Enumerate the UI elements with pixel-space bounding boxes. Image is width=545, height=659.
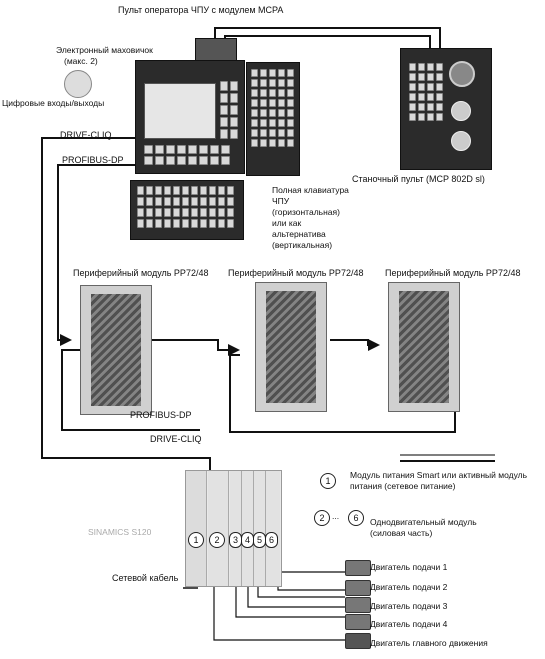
motor-main-label: Двигатель главного движения	[370, 638, 488, 648]
ncu-side-keys	[220, 81, 238, 139]
mcp-override-knob-icon	[451, 101, 471, 121]
network-cable-label: Сетевой кабель	[112, 573, 179, 583]
feed-motor-2-icon	[345, 580, 371, 596]
pp-module-1	[80, 285, 152, 415]
handwheel-label-1: Электронный маховичок	[56, 45, 153, 55]
drive-cliq-pp-line	[229, 354, 456, 433]
pp-module-1-label: Периферийный модуль PP72/48	[73, 268, 209, 278]
keyboard-label-1: Полная клавиатура	[272, 185, 349, 195]
motor-cable-1	[235, 585, 345, 618]
sinamics-drive	[185, 470, 282, 587]
main-motor-icon	[345, 633, 371, 649]
drive-number-1: 1	[188, 532, 204, 548]
feed-motor-1-icon	[345, 560, 371, 576]
keyboard-label-3: (горизонтальная)	[272, 207, 340, 217]
pp1-to-pp2	[150, 339, 240, 356]
vertical-keyboard-keys	[251, 69, 294, 147]
power-module-label-2: питания (сетевое питание)	[350, 481, 456, 491]
keyboard-label-6: (вертикальная)	[272, 240, 333, 250]
mcp-emergency-stop-icon	[449, 61, 475, 87]
profibus-line-1	[57, 164, 138, 346]
pp2-to-pp3	[330, 339, 380, 351]
profibus-return	[61, 349, 200, 431]
keyboard-label-2: ЧПУ	[272, 196, 290, 206]
operator-panel-label: Пульт оператора ЧПУ с модулем MCPA	[118, 5, 284, 15]
motor-cable-3	[257, 585, 345, 598]
mcp-keys	[409, 63, 443, 121]
motor-feed-4-label: Двигатель подачи 4	[370, 619, 448, 629]
horizontal-keyboard	[130, 180, 244, 240]
keyboard-label-5: альтернатива	[272, 229, 326, 239]
motor-cable-2	[247, 585, 345, 608]
ncu-bottom-keys	[144, 145, 230, 165]
ncu-screen	[144, 83, 216, 139]
pp-module-2-label: Периферийный модуль PP72/48	[228, 268, 364, 278]
digital-io-label: Цифровые входы/выходы	[2, 98, 105, 108]
vertical-keyboard	[246, 62, 300, 176]
single-motor-label-2: (силовая часть)	[370, 528, 433, 538]
pp-module-2	[255, 282, 327, 412]
feed-motor-3-icon	[345, 597, 371, 613]
motor-feed-2-label: Двигатель подачи 2	[370, 582, 448, 592]
drive-number-6: 6	[265, 532, 278, 548]
ncu-operator-panel	[135, 60, 245, 174]
legend-dots: ...	[332, 511, 340, 521]
pp-module-3-label: Периферийный модуль PP72/48	[385, 268, 521, 278]
profibus-top-label: PROFIBUS-DP	[62, 155, 124, 165]
drive-cliq-bottom-label: DRIVE-CLIQ	[150, 434, 202, 444]
motor-cable-5	[277, 585, 345, 591]
profibus-bottom-label: PROFIBUS-DP	[130, 410, 192, 420]
drive-number-2: 2	[209, 532, 225, 548]
mcp-cable-2	[224, 35, 431, 48]
single-motor-label-1: Однодвигательный модуль	[370, 517, 477, 527]
motor-feed-1-label: Двигатель подачи 1	[370, 562, 448, 572]
power-module-label-1: Модуль питания Smart или активный модуль	[350, 470, 528, 480]
horizontal-keyboard-keys	[137, 186, 234, 228]
mcp-spindle-knob-icon	[451, 131, 471, 151]
legend-num-2: 2	[314, 510, 330, 526]
handwheel-icon	[64, 70, 92, 98]
pp-module-3	[388, 282, 460, 412]
drive-cliq-line	[41, 137, 211, 470]
drive-cliq-top-label: DRIVE-CLIQ	[60, 130, 112, 140]
legend-num-6: 6	[348, 510, 364, 526]
machine-control-panel	[400, 48, 492, 170]
handwheel-label-2: (макс. 2)	[64, 56, 98, 66]
machine-panel-label: Станочный пульт (MCP 802D sl)	[352, 174, 485, 184]
keyboard-label-4: или как	[272, 218, 302, 228]
feed-motor-4-icon	[345, 614, 371, 630]
motor-cable-main	[213, 585, 345, 641]
legend-num-1: 1	[320, 473, 336, 489]
motor-feed-3-label: Двигатель подачи 3	[370, 601, 448, 611]
sinamics-label: SINAMICS S120	[88, 527, 152, 537]
mcp-cable-1	[214, 27, 441, 48]
